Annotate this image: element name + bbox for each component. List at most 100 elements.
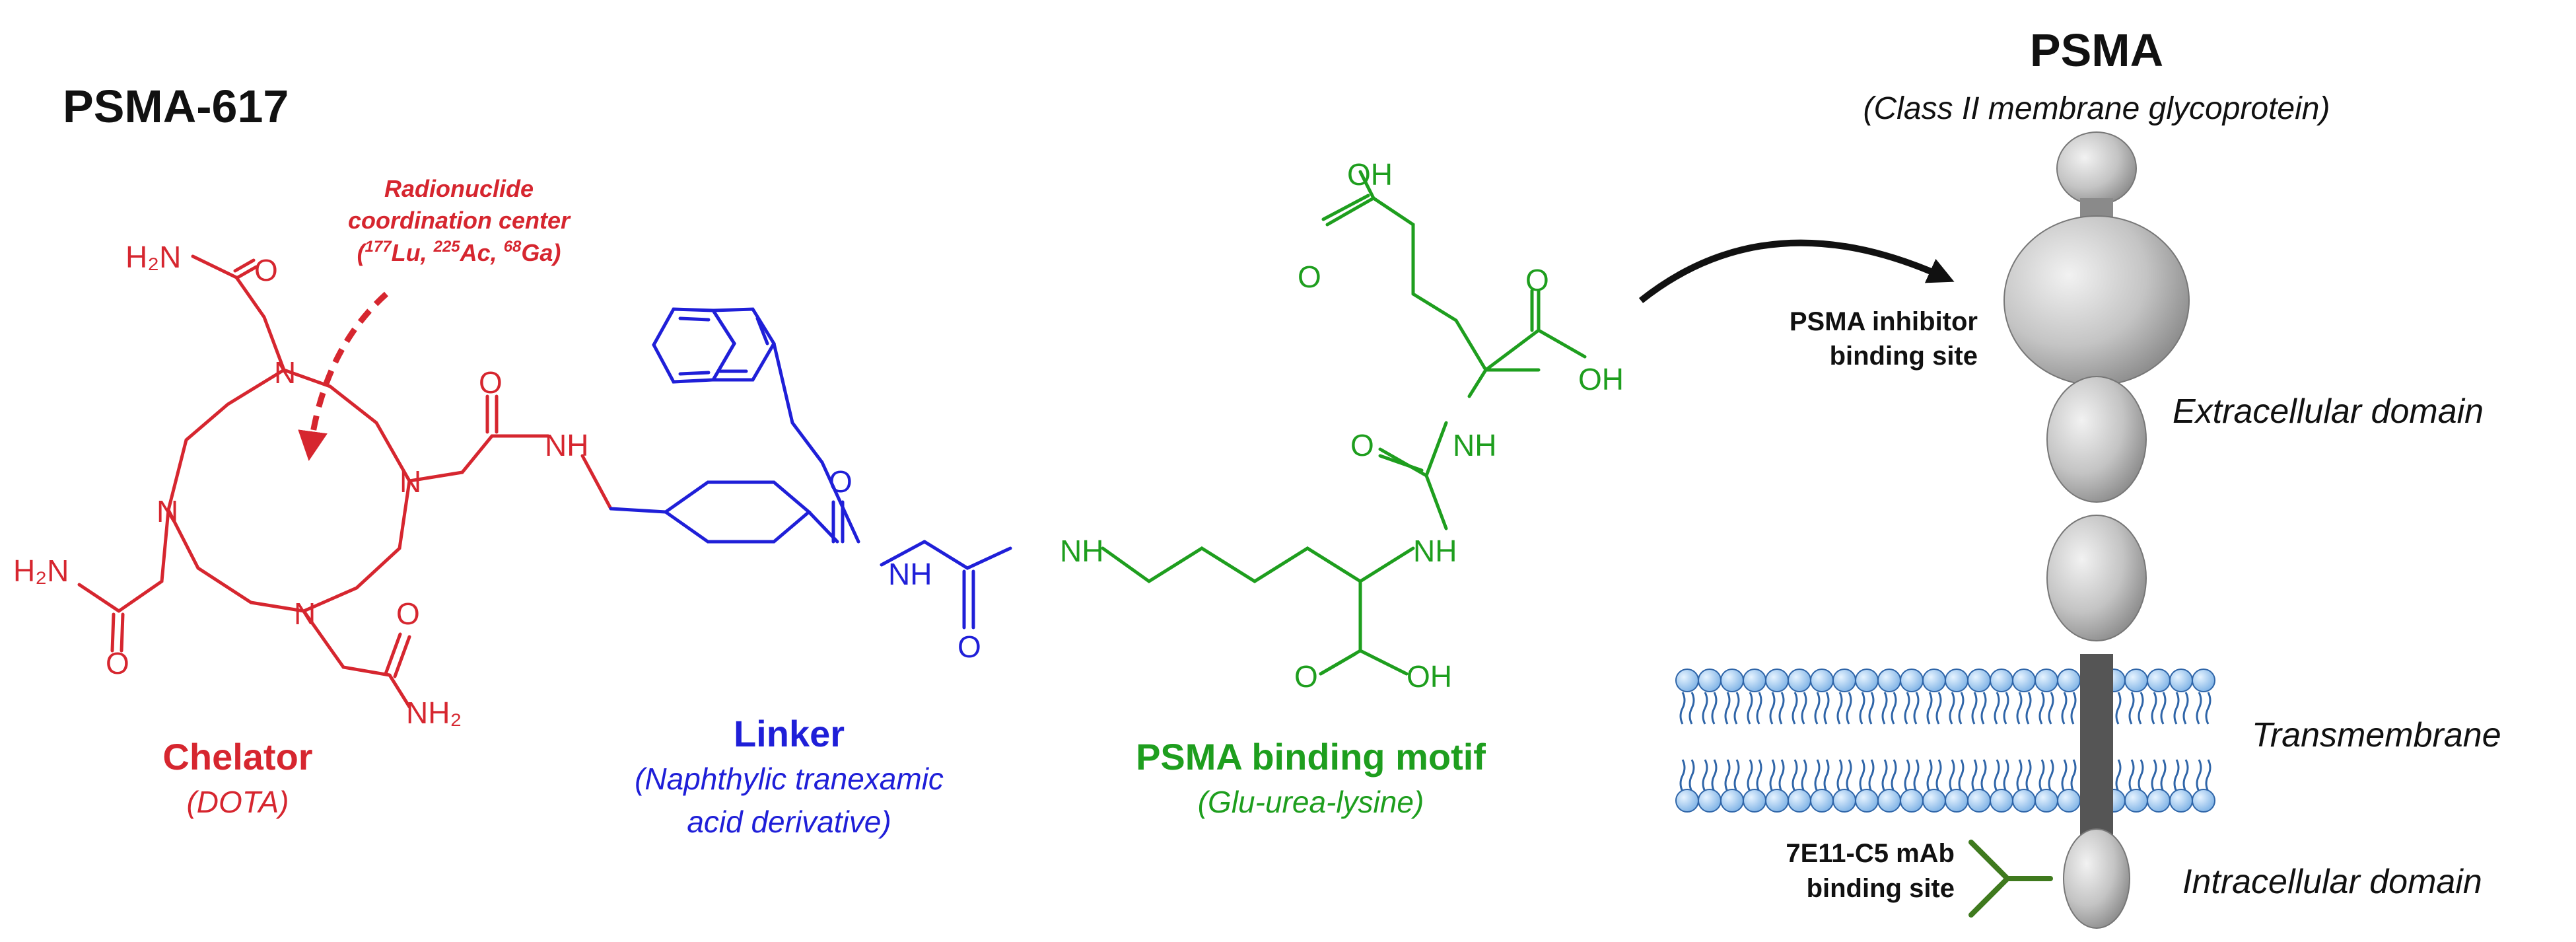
intracellular-label: Intracellular domain: [2182, 863, 2482, 901]
lipid-tail: [1891, 759, 1897, 792]
radionuclide-line2: coordination center: [348, 207, 571, 234]
lipid-tail: [1958, 692, 1965, 725]
lipid-head: [1877, 789, 1901, 813]
lipid-tail: [1792, 692, 1798, 725]
atom-o-glu-side: O: [1298, 260, 1321, 294]
binding-arrow: [1638, 239, 1955, 303]
lipid-tail: [2070, 692, 2077, 725]
linker-name: Linker: [734, 713, 845, 754]
atom-o-left: O: [106, 646, 129, 680]
lipid-tail: [1859, 759, 1865, 792]
naphthalene-ring-right: [710, 307, 776, 382]
psma-lobe-top: [2056, 131, 2137, 205]
molecule-title: PSMA-617: [63, 81, 289, 132]
atom-nh-linker: NH: [888, 557, 932, 591]
lipid-tail: [1904, 759, 1910, 792]
atom-o-bottom: O: [396, 597, 420, 631]
lipid-head: [2057, 669, 2081, 692]
psma-title: PSMA: [2030, 24, 2163, 76]
lipid-tail: [1711, 692, 1718, 725]
atom-h2n-left: H₂N: [13, 554, 69, 588]
lipid-tail: [1733, 759, 1740, 792]
lipid-tail: [1769, 692, 1776, 725]
lipid-tail: [1994, 692, 2000, 725]
lipid-head: [1945, 669, 1968, 692]
lipid-heads-top: [1675, 669, 2215, 692]
lipid-head: [1990, 789, 2013, 813]
lipid-head: [1788, 669, 1811, 692]
lipid-tail: [1971, 759, 1978, 792]
lipid-tail: [1935, 692, 1942, 725]
atom-o-glu-alpha: O: [1525, 263, 1549, 297]
lipid-tail: [1980, 759, 1987, 792]
radionuclide-isotopes: (177Lu, 225Ac, 68Ga): [357, 238, 561, 266]
lipid-head: [2124, 669, 2148, 692]
atom-n1: N: [274, 355, 296, 390]
psma-lobe-large: [2003, 215, 2190, 386]
lipid-tail: [2138, 759, 2144, 792]
atom-o-right: O: [479, 365, 503, 400]
lipid-tail: [1904, 692, 1910, 725]
lipid-tail: [1733, 692, 1740, 725]
lipid-head: [1922, 789, 1946, 813]
atom-nh-lysine: NH: [1060, 534, 1103, 568]
lipid-tail: [1868, 692, 1875, 725]
chelator-caption: Chelator (DOTA): [162, 736, 312, 819]
lipid-tail: [1778, 692, 1785, 725]
lipid-tail: [2160, 759, 2167, 792]
lipid-tail: [1801, 692, 1807, 725]
dota-ring: [166, 368, 411, 613]
lipid-tail: [1913, 759, 1920, 792]
lipid-tail: [1688, 759, 1695, 792]
chelator-atoms: H₂N O N N N N H₂N O O NH₂ O NH: [13, 240, 588, 730]
atom-nh-urea-1: NH: [1413, 534, 1457, 568]
lipid-tail: [1846, 692, 1852, 725]
atom-nh2-bottom: NH₂: [406, 696, 462, 730]
lipid-tail: [1949, 759, 1955, 792]
lipid-tail: [2196, 692, 2202, 725]
lipid-tail: [1846, 759, 1852, 792]
lipid-tail: [1792, 759, 1798, 792]
lipid-tail: [2115, 692, 2122, 725]
cyclohexane-ring: [662, 480, 812, 544]
psma-lobe-intracellular: [2063, 828, 2130, 929]
lipid-head: [1855, 789, 1879, 813]
atom-n3: N: [294, 597, 316, 631]
lipid-head: [1832, 669, 1856, 692]
radionuclide-label: Radionuclide coordination center (177Lu,…: [348, 175, 571, 266]
lipid-tail: [2205, 759, 2211, 792]
lipid-tail: [1724, 759, 1731, 792]
lipid-head: [2192, 669, 2215, 692]
lipid-tail: [2003, 692, 2009, 725]
lipid-head: [1967, 789, 1991, 813]
lipid-tails: [1679, 692, 2211, 792]
lipid-tail: [2160, 692, 2167, 725]
lipid-head: [2057, 789, 2081, 813]
atom-o-urea: O: [1350, 428, 1374, 462]
lipid-heads-bottom: [1675, 789, 2215, 813]
psma-subtitle: (Class II membrane glycoprotein): [1863, 91, 2330, 126]
lipid-tail: [2128, 692, 2135, 725]
lipid-head: [1877, 669, 1901, 692]
lipid-tail: [1823, 759, 1830, 792]
lipid-head: [1967, 669, 1991, 692]
lipid-head: [1743, 789, 1766, 813]
lipid-tail: [2151, 759, 2157, 792]
psma-labels: PSMA inhibitor binding site Extracellula…: [1786, 307, 2501, 903]
lipid-head: [2169, 789, 2193, 813]
lipid-head: [1810, 669, 1834, 692]
lipid-tail: [1868, 759, 1875, 792]
mab-site-line1: 7E11-C5 mAb: [1786, 839, 1955, 868]
linker-structure: [609, 307, 1012, 630]
atom-o-linker-2: O: [957, 630, 981, 664]
lipid-tail: [1980, 692, 1987, 725]
psma-lobe-mid2: [2046, 515, 2147, 641]
atom-n2: N: [157, 494, 178, 528]
lipid-tail: [1949, 692, 1955, 725]
lipid-tail: [2025, 759, 2032, 792]
lipid-tail: [1814, 692, 1821, 725]
lipid-tail: [1836, 692, 1843, 725]
lipid-tail: [2173, 759, 2180, 792]
atom-nh-amide: NH: [545, 428, 588, 462]
inhibitor-site-line2: binding site: [1830, 342, 1978, 371]
